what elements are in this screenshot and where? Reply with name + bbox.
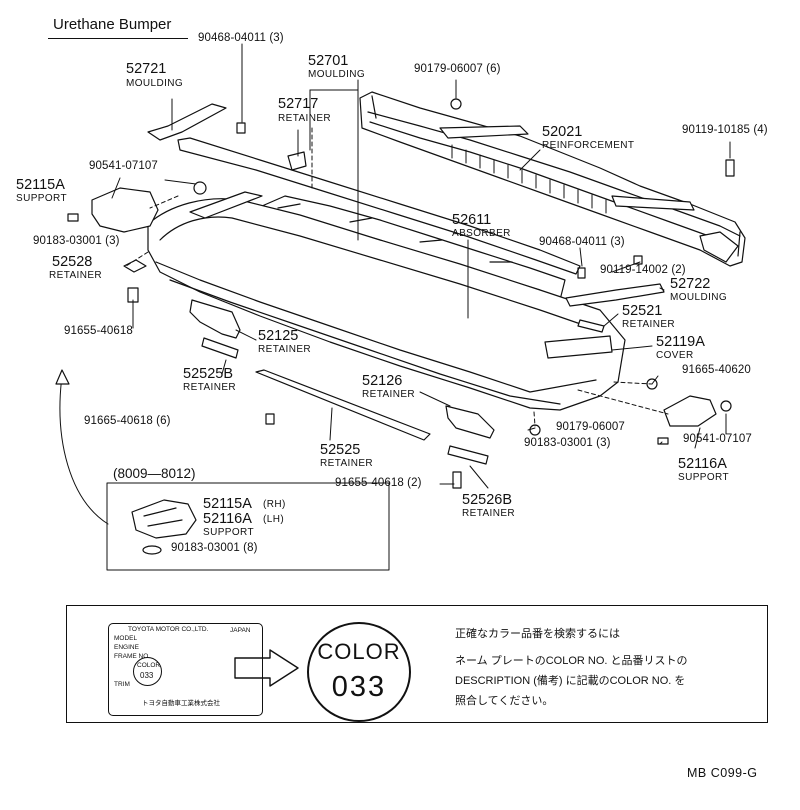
retainer-52126-part [445, 405, 495, 439]
phantom-lines [125, 127, 669, 427]
plate-engine: ENGINE [114, 644, 139, 651]
part-name-52125: RETAINER [258, 344, 312, 355]
color-callout-circle [307, 622, 411, 722]
instruction-line-1: 正確なカラー品番を検索するには [455, 628, 620, 640]
plate-model: MODEL [114, 635, 138, 642]
retainer-52521-part [577, 319, 605, 333]
part-name-52721: MOULDING [126, 78, 184, 89]
part-number-52717: 52717 [278, 96, 319, 112]
part-name-52722: MOULDING [670, 292, 728, 303]
part-label-90179-06007-6: 90179-06007 (6) [414, 63, 501, 75]
color-callout-number: 033 [331, 671, 387, 703]
part-number-52521: 52521 [622, 303, 663, 319]
plate-maker: TOYOTA MOTOR CO.,LTD. [128, 626, 209, 633]
part-name-52521: RETAINER [622, 319, 676, 330]
plate-color-num: 033 [140, 671, 154, 680]
instruction-line-4: 照合してください。 [455, 695, 554, 707]
part-name-52116a: SUPPORT [678, 472, 729, 483]
part-label-90541-07107-left: 90541-07107 [89, 160, 158, 172]
part-name-52525: RETAINER [320, 458, 374, 469]
part-name-52611: ABSORBER [452, 228, 511, 239]
part-name-52021: REINFORCEMENT [542, 140, 635, 151]
moulding-52721-part [147, 103, 227, 141]
plate-country: JAPAN [230, 627, 251, 634]
inset-bolt-label: 90183-03001 (8) [171, 542, 258, 554]
part-label-90541-07107-right: 90541-07107 [683, 433, 752, 445]
part-number-52021: 52021 [542, 124, 583, 140]
moulding-52722-part [565, 283, 665, 307]
part-number-52116a: 52116A [678, 456, 727, 472]
part-number-52526b: 52526B [462, 492, 512, 508]
part-label-91655-40618: 91655-40618 [64, 325, 133, 337]
part-number-52528: 52528 [52, 254, 93, 270]
plate-maker-jp: トヨタ自動車工業株式会社 [142, 700, 220, 707]
inset-part-name: SUPPORT [203, 527, 254, 538]
part-label-91665-40618-6: 91665-40618 (6) [84, 415, 171, 427]
part-name-52115a: SUPPORT [16, 193, 67, 204]
retainer-52528-part [123, 259, 147, 273]
part-number-52611: 52611 [452, 212, 492, 228]
part-name-52717: RETAINER [278, 113, 332, 124]
part-number-52525: 52525 [320, 442, 361, 458]
bumper-cover-part [147, 191, 626, 411]
instruction-line-2: ネーム プレートのCOLOR NO. と品番リストの [455, 655, 688, 667]
part-label-90183-03001-right: 90183-03001 (3) [524, 437, 611, 449]
plate-color-circle [133, 657, 162, 686]
plate-color-word: COLOR [137, 662, 161, 669]
part-number-52722: 52722 [670, 276, 711, 292]
part-label-90119-14002: 90119-14002 (2) [600, 264, 686, 276]
inset-part-number-lh: 52116A [203, 511, 252, 527]
inset-part-number-rh: 52115A [203, 496, 252, 512]
color-callout-word: COLOR [317, 639, 401, 664]
inset-suffix-rh: (RH) [263, 499, 286, 510]
color-info-box [66, 605, 768, 723]
part-name-52528: RETAINER [49, 270, 103, 281]
figure-code: MB C099-G [687, 766, 758, 780]
part-number-52119a: 52119A [656, 334, 705, 350]
diagram-title: Urethane Bumper [53, 16, 172, 33]
part-number-52721: 52721 [126, 61, 167, 77]
part-number-52125: 52125 [258, 328, 299, 344]
part-number-52115a: 52115A [16, 177, 65, 193]
part-label-90468-04011: 90468-04011 (3) [198, 32, 284, 44]
inset-title: (8009—8012) [113, 466, 196, 481]
title-underline [48, 38, 188, 39]
retainer-52125-part [189, 299, 241, 339]
name-plate [108, 623, 263, 716]
inset-suffix-lh: (LH) [263, 514, 285, 525]
part-label-90183-03001-left: 90183-03001 (3) [33, 235, 120, 247]
part-number-52126: 52126 [362, 373, 403, 389]
part-name-52525b: RETAINER [183, 382, 237, 393]
part-name-52701: MOULDING [308, 69, 366, 80]
part-label-91655-40618-2: 91655-40618 (2) [335, 477, 422, 489]
retainer-52717-part [287, 151, 307, 171]
leader-lines [111, 43, 731, 489]
support-52116a-part [663, 395, 717, 427]
part-label-90179-06007: 90179-06007 [556, 421, 625, 433]
plate-trim: TRIM [114, 681, 130, 688]
infobox-arrow [234, 649, 299, 687]
part-name-52119a: COVER [656, 350, 694, 361]
part-name-52526b: RETAINER [462, 508, 516, 519]
fasteners [67, 98, 735, 489]
retainer-52526b-part [447, 445, 489, 465]
reinforcement-part [359, 91, 746, 267]
retainer-52525b-part [201, 337, 239, 359]
plate-frame: FRAME NO. [114, 653, 151, 660]
retainer-52525-part [255, 369, 431, 441]
part-label-90468-04011-right: 90468-04011 (3) [539, 236, 625, 248]
part-label-90119-10185: 90119-10185 (4) [682, 124, 768, 136]
inset-art [55, 369, 390, 571]
part-label-91665-40620: 91665-40620 [682, 364, 751, 376]
part-number-52701: 52701 [308, 53, 349, 69]
support-52115a-part [91, 187, 159, 233]
part-number-52525b: 52525B [183, 366, 233, 382]
part-name-52126: RETAINER [362, 389, 416, 400]
instruction-line-3: DESCRIPTION (備考) に記載のCOLOR NO. を [455, 675, 686, 687]
